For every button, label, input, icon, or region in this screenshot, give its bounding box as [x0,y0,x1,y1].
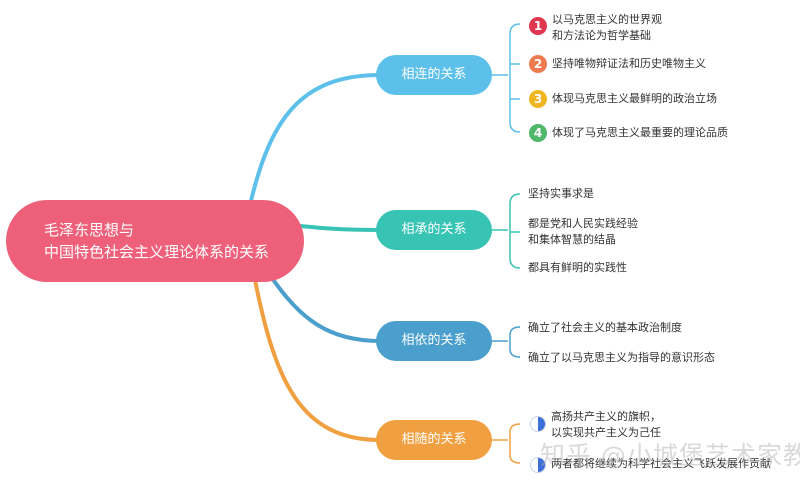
list-item[interactable]: 确立了社会主义的基本政治制度 [528,321,682,334]
bracket-1 [492,23,521,133]
branch-xiangsui[interactable]: 相随的关系 [376,420,492,460]
list-item[interactable]: 坚持实事求是 [528,187,594,200]
list-item[interactable]: 都具有鲜明的实践性 [528,261,627,274]
list-item[interactable]: 体现马克思主义最鲜明的政治立场 [552,92,717,105]
item-line: 高扬共产主义的旗帜， [551,410,661,423]
item-line: 都是党和人民实践经验 [528,217,638,230]
list-item[interactable]: 确立了以马克思主义为指导的意识形态 [528,351,715,364]
badge-1-icon: 1 [529,17,547,35]
branch-xiangcheng[interactable]: 相承的关系 [376,210,492,250]
item-line: 以实现共产主义为己任 [551,426,661,439]
connector-xianglian [248,73,381,206]
bracket-4 [492,423,521,464]
list-item[interactable]: 都是党和人民实践经验和集体智慧的结晶 [528,216,638,248]
branch-xianglian[interactable]: 相连的关系 [376,55,492,95]
connector-xiangsui [253,279,381,442]
badge-3-icon: 3 [529,90,547,108]
watermark: 知乎 @小城堡艺术家教 [540,441,800,470]
badge-2-icon: 2 [529,55,547,73]
root-line2: 中国特色社会主义理论体系的关系 [44,243,270,261]
item-line: 以马克思主义的世界观 [552,13,662,26]
bracket-3 [492,326,521,358]
list-item[interactable]: 坚持唯物辩证法和历史唯物主义 [552,57,706,70]
connector-xiangyi [268,273,381,343]
list-item[interactable]: 两者都将继续为科学社会主义飞跃发展作贡献 [551,457,771,470]
bracket-2 [492,193,521,269]
badge-4-icon: 4 [529,124,547,142]
item-line: 和集体智慧的结晶 [528,233,616,246]
root-node[interactable]: 毛泽东思想与 中国特色社会主义理论体系的关系 [6,200,304,282]
root-line1: 毛泽东思想与 [44,221,135,239]
progress-half-icon [530,457,546,473]
branch-xiangyi[interactable]: 相依的关系 [376,321,492,361]
list-item[interactable]: 以马克思主义的世界观和方法论为哲学基础 [552,12,662,44]
progress-half-icon [530,416,546,432]
item-line: 和方法论为哲学基础 [552,29,651,42]
list-item[interactable]: 高扬共产主义的旗帜， 以实现共产主义为己任 [551,409,661,441]
list-item[interactable]: 体现了马克思主义最重要的理论品质 [552,126,728,139]
